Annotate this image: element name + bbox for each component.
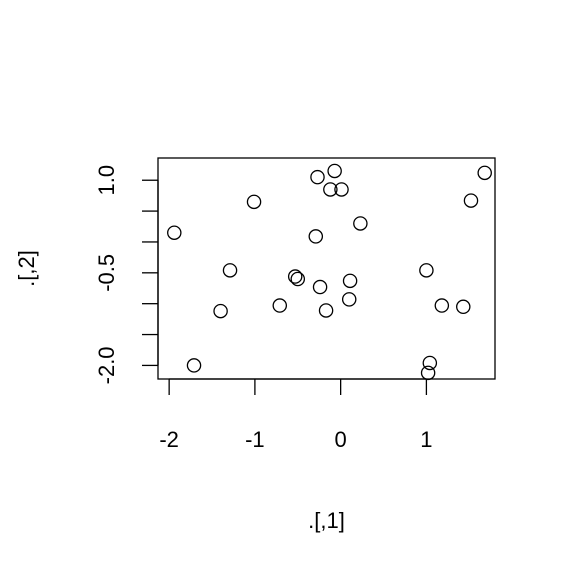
- x-axis-label: .[,1]: [308, 508, 345, 533]
- x-axis: -2 -1 0 1: [159, 378, 433, 452]
- data-point: [290, 271, 306, 287]
- x-tick-label: -2: [159, 427, 179, 452]
- data-point: [353, 216, 368, 231]
- x-tick-label: 1: [420, 427, 432, 452]
- data-point: [342, 273, 358, 289]
- data-point: [420, 365, 436, 381]
- plot-frame: [157, 157, 496, 380]
- data-point: [246, 194, 262, 210]
- data-point: [213, 303, 228, 319]
- data-point: [334, 182, 349, 197]
- data-point: [222, 263, 238, 278]
- data-points: [167, 163, 492, 381]
- data-point: [312, 279, 328, 295]
- data-point: [456, 299, 471, 315]
- data-point: [327, 163, 342, 179]
- y-tick-label: 1.0: [94, 165, 119, 196]
- data-point: [477, 165, 492, 181]
- data-point: [323, 182, 338, 197]
- x-tick-label: 0: [335, 427, 347, 452]
- data-point: [434, 298, 450, 313]
- data-point: [419, 263, 434, 278]
- data-point: [167, 225, 182, 240]
- data-point: [310, 169, 325, 185]
- data-point: [318, 303, 334, 318]
- data-point: [341, 292, 357, 307]
- data-point: [463, 193, 479, 208]
- y-tick-label: -0.5: [94, 254, 119, 292]
- data-point: [422, 355, 438, 371]
- y-axis: -2.0 -0.5 1.0: [94, 165, 159, 384]
- data-point: [272, 298, 288, 313]
- data-point: [186, 358, 202, 373]
- data-point: [308, 229, 324, 244]
- y-axis-label: .[,2]: [14, 250, 39, 287]
- data-point: [287, 269, 303, 284]
- y-tick-label: -2.0: [94, 346, 119, 384]
- x-tick-label: -1: [245, 427, 265, 452]
